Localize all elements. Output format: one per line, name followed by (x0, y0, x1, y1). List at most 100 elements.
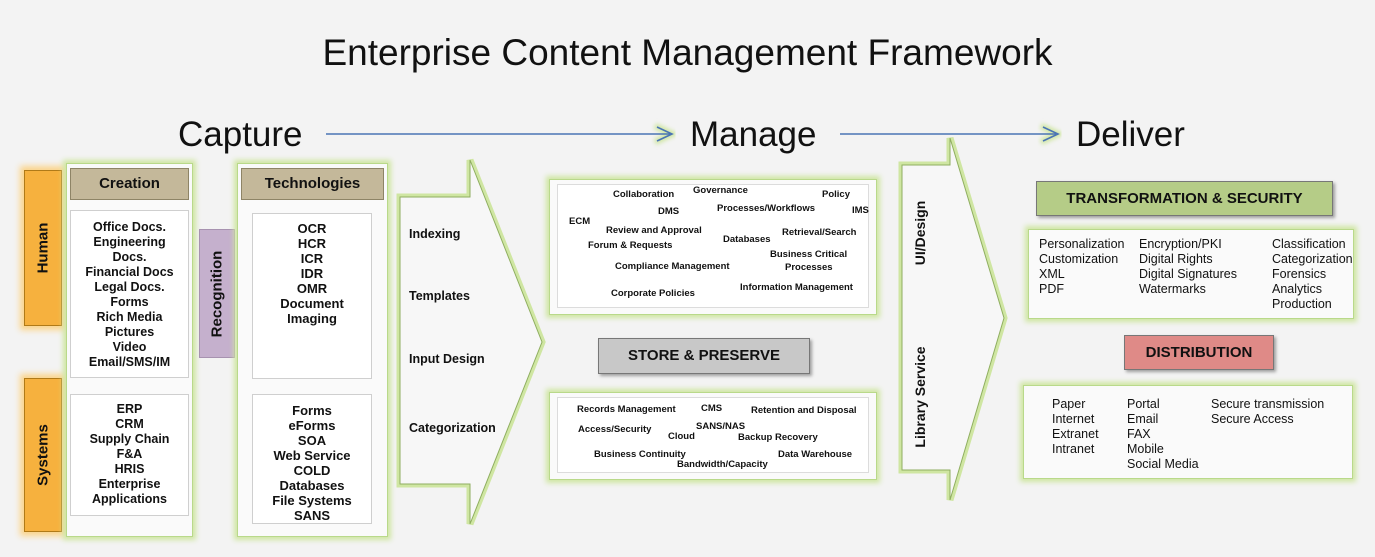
creation-item: Legal Docs. (94, 280, 165, 294)
creation-item: Supply Chain (89, 432, 170, 446)
manage-cloud-panel (549, 179, 877, 315)
store-term-bandwidth: Bandwidth/Capacity (677, 459, 768, 470)
manage-term-ecm: ECM (569, 216, 591, 227)
transformation-item: Customization (1039, 252, 1119, 266)
technologies-systems-list: Forms eForms SOA Web Service COLD Databa… (252, 394, 372, 524)
stage-deliver: Deliver (1076, 115, 1185, 154)
distribution-item: Secure Access (1211, 412, 1294, 426)
transformation-header: TRANSFORMATION & SECURITY (1036, 181, 1333, 216)
diagram-title: Enterprise Content Management Framework (322, 32, 1053, 73)
store-term-cloud: Cloud (668, 431, 695, 442)
technologies-panel: Technologies OCR HCR ICR IDR OMR Documen… (237, 163, 388, 537)
store-term-sans-nas: SANS/NAS (696, 421, 746, 432)
manage-term-processes: Processes (785, 262, 833, 273)
distribution-item: Internet (1052, 412, 1095, 426)
store-term-records: Records Management (577, 404, 676, 415)
distribution-item: Secure transmission (1211, 397, 1325, 411)
distribution-item: Extranet (1052, 427, 1099, 441)
creation-item: Docs. (112, 250, 147, 264)
manage-term-information-management: Information Management (740, 282, 853, 293)
creation-item: CRM (115, 417, 144, 431)
creation-item: Video (112, 340, 147, 354)
creation-item: F&A (116, 447, 143, 461)
manage-term-databases: Databases (723, 234, 771, 245)
technologies-recognition-list: OCR HCR ICR IDR OMR Document Imaging (252, 213, 372, 379)
creation-human-list: Office Docs. Engineering Docs. Financial… (70, 210, 189, 378)
transformation-item: Watermarks (1139, 282, 1206, 296)
technology-item: File Systems (272, 493, 352, 508)
creation-item: Office Docs. (93, 220, 166, 234)
capture-to-manage-arrow (326, 123, 680, 145)
creation-item: HRIS (114, 462, 145, 476)
manage-to-deliver-arrow (840, 123, 1066, 145)
library-service-label-wrap: Library Service (905, 332, 935, 462)
manage-term-collaboration: Collaboration (613, 189, 675, 200)
transformation-item: Categorization (1272, 252, 1353, 266)
transformation-col-3: Classification Categorization Forensics … (1272, 237, 1353, 312)
transformation-col-1: Personalization Customization XML PDF (1039, 237, 1124, 297)
technology-item: OMR (296, 281, 328, 296)
transformation-item: PDF (1039, 282, 1064, 296)
transformation-item: Forensics (1272, 267, 1327, 281)
technology-item: ICR (300, 251, 324, 266)
creation-item: Applications (91, 492, 167, 506)
manage-cloud-inner (557, 184, 869, 308)
technology-item: SOA (297, 433, 327, 448)
process-chevron (396, 158, 546, 526)
transformation-panel (1028, 229, 1354, 319)
library-service-label: Library Service (912, 346, 928, 448)
technology-item: Databases (279, 478, 345, 493)
technology-item: OCR (297, 221, 327, 236)
distribution-item: Mobile (1127, 442, 1164, 456)
distribution-item: Portal (1127, 397, 1160, 411)
transformation-item: Classification (1272, 237, 1346, 251)
manage-term-ims: IMS (852, 205, 869, 216)
deliver-chevron (898, 136, 1008, 501)
systems-label: Systems (34, 424, 52, 486)
transformation-item: XML (1039, 267, 1065, 281)
transformation-item: Digital Rights (1139, 252, 1213, 266)
manage-term-corporate-policies: Corporate Policies (611, 288, 695, 299)
technology-item: Imaging (287, 311, 337, 326)
technologies-header: Technologies (241, 168, 384, 200)
manage-term-dms: DMS (658, 206, 680, 217)
recognition-tab: Recognition (199, 229, 235, 358)
store-term-cms: CMS (701, 403, 723, 414)
technology-item: HCR (297, 236, 327, 251)
distribution-item: Paper (1052, 397, 1086, 411)
transformation-item: Production (1272, 297, 1332, 311)
technology-item: SANS (293, 508, 331, 523)
human-label: Human (34, 222, 52, 274)
transformation-item: Digital Signatures (1139, 267, 1237, 281)
creation-item: Enterprise (98, 477, 161, 491)
manage-term-compliance: Compliance Management (615, 261, 730, 272)
stage-capture: Capture (178, 115, 303, 154)
ui-design-label-wrap: UI/Design (905, 190, 935, 276)
store-term-backup: Backup Recovery (738, 432, 818, 443)
ui-design-label: UI/Design (912, 200, 928, 266)
store-preserve-header: STORE & PRESERVE (598, 338, 810, 374)
store-term-business-continuity: Business Continuity (594, 449, 686, 460)
manage-term-business-critical: Business Critical (770, 249, 848, 260)
creation-item: Email/SMS/IM (88, 355, 171, 369)
store-term-retention: Retention and Disposal (751, 405, 857, 416)
creation-item: Rich Media (96, 310, 163, 324)
store-term-data-warehouse: Data Warehouse (778, 449, 853, 460)
transformation-item: Encryption/PKI (1139, 237, 1222, 251)
creation-item: Engineering (93, 235, 166, 249)
creation-systems-list: ERP CRM Supply Chain F&A HRIS Enterprise… (70, 394, 189, 516)
store-term-access-security: Access/Security (578, 424, 652, 435)
distribution-col-1: Paper Internet Extranet Intranet (1052, 397, 1099, 457)
creation-item: Financial Docs (85, 265, 174, 279)
distribution-item: Social Media (1127, 457, 1199, 471)
manage-term-governance: Governance (693, 185, 748, 196)
manage-term-forum-requests: Forum & Requests (588, 240, 673, 251)
transformation-item: Personalization (1039, 237, 1125, 251)
manage-term-policy: Policy (822, 189, 850, 200)
process-step-templates: Templates (409, 289, 470, 303)
manage-term-review-approval: Review and Approval (606, 225, 702, 236)
human-tab: Human (24, 170, 62, 326)
store-cloud-inner (557, 397, 869, 473)
